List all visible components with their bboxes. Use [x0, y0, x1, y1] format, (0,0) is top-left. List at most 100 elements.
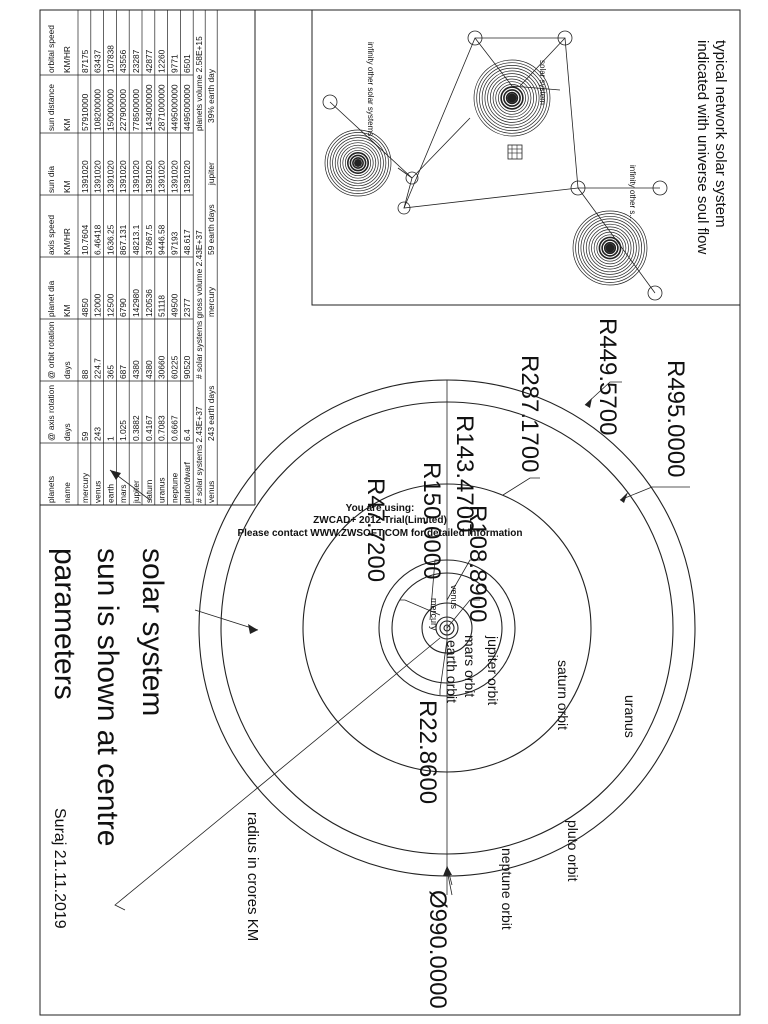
cluster-ring: [484, 70, 540, 126]
table-cell: 1391020: [105, 160, 115, 193]
table-cell: 4380: [144, 360, 154, 379]
table-cell: 0.6667: [169, 415, 179, 441]
table-footer-solar-systems: # solar systems 2.43E+37: [194, 406, 204, 503]
solar-system-cluster-center: [473, 59, 551, 137]
table-cell: 59: [80, 431, 90, 441]
label-r22: R22.8600: [414, 700, 441, 804]
label-venus: venus: [449, 585, 459, 610]
label-r150: R150.0000: [418, 462, 445, 579]
network-label-left: infinity other solar systems: [366, 42, 375, 136]
table-header-6-unit: KM: [62, 118, 72, 131]
table-cell: 1434000000: [144, 84, 154, 131]
table-header-6-top: sun distance: [46, 84, 56, 131]
table-cell: 6.46418: [93, 224, 103, 255]
dimension-leaders: [109, 381, 690, 911]
table-cell: 243: [93, 427, 103, 441]
table-header-3-top: planet dia: [46, 280, 56, 317]
table-cell: 4495000000: [182, 84, 192, 131]
table-cell: mercury: [80, 472, 90, 503]
cluster-ring: [495, 81, 529, 115]
table-header-2-unit: days: [62, 361, 72, 379]
table-cell: 0.3882: [131, 415, 141, 441]
network-label-center: solar system: [538, 60, 547, 105]
table-cell: 6501: [182, 54, 192, 73]
cluster-ring: [500, 86, 524, 110]
network-diagram: typical network solar system indicated w…: [322, 30, 729, 301]
table-cell: 224.7: [93, 358, 103, 379]
cluster-ring: [473, 59, 551, 137]
cluster-ring: [476, 62, 548, 134]
table-cell: 4850: [80, 298, 90, 317]
label-mars-orbit: mars orbit: [462, 635, 478, 697]
cluster-ring: [487, 73, 537, 123]
arrowheads: [110, 398, 628, 876]
table-cell: 867.131: [118, 224, 128, 255]
label-neptune-orbit: neptune orbit: [499, 848, 515, 930]
table-cell: 6.4: [182, 429, 192, 441]
cluster-ring: [349, 154, 367, 172]
label-r287: R287.1700: [516, 355, 543, 472]
table-cell: 0.7083: [157, 415, 167, 441]
table-cell: 365: [105, 365, 115, 379]
table-header-4-unit: KM/HR: [62, 228, 72, 255]
cluster-ring: [588, 226, 632, 270]
cluster-ring: [503, 89, 521, 107]
table-header-7-top: orbital speed: [46, 25, 56, 73]
table-header-2-top: @ orbit rotation: [46, 321, 56, 379]
table-cell: 48213.1: [131, 224, 141, 255]
table-cell: 12260: [157, 49, 167, 73]
table-cell: 120536: [144, 289, 154, 317]
table-cell: 778500000: [131, 89, 141, 131]
caption-line2: sun is shown at centre: [91, 548, 124, 847]
table-footer2-c2: 243 earth days: [206, 386, 216, 441]
table-footer2-c5: jupiter: [206, 162, 216, 186]
caption-line3: parameters: [48, 548, 81, 700]
table-cell: 42877: [144, 49, 154, 73]
cluster-ring: [572, 210, 648, 286]
table-cell: 1.025: [118, 420, 128, 441]
table-header-0-unit: name: [62, 482, 72, 503]
table-footer-planets-volume: planets volume 2.58E+15: [194, 36, 204, 131]
table-cell: venus: [93, 481, 103, 503]
watermark-line2: ZWCAD+ 2012 Trial(Limited): [313, 515, 447, 526]
table-header-1-top: @ axis rotation: [46, 385, 56, 441]
table-cell: 9771: [169, 54, 179, 73]
table-cell: 108200000: [93, 89, 103, 131]
table-cell: 1391020: [131, 160, 141, 193]
table-cell: 48.617: [182, 229, 192, 255]
label-r495: R495.0000: [662, 360, 689, 477]
table-cell: pluto/dwarf: [182, 461, 192, 503]
table-cell: 2377: [182, 298, 192, 317]
table-cell: 12000: [93, 293, 103, 317]
table-footer-gross-volume: # solar systems gross volume 2.43E+37: [194, 230, 204, 379]
label-r449: R449.5700: [594, 318, 621, 435]
cluster-ring: [327, 132, 389, 194]
network-label-right: infinity other s...: [628, 165, 637, 221]
watermark-line3: Please contact WWW.ZWSOFT.COM for detail…: [237, 528, 522, 539]
cluster-ring: [332, 137, 384, 189]
table-header-0-top: planets: [46, 476, 56, 503]
table-cell: 43556: [118, 49, 128, 73]
author-date: Suraj 21.11.2019: [51, 808, 68, 929]
cluster-sun: [507, 93, 517, 103]
table-cell: 2871000000: [157, 84, 167, 131]
table-cell: 142980: [131, 289, 141, 317]
table-cell: earth: [105, 484, 115, 503]
table-cell: 1391020: [157, 160, 167, 193]
cluster-ring: [489, 75, 535, 121]
table-cell: 1391020: [93, 160, 103, 193]
table-header-1-unit: days: [62, 423, 72, 441]
table-cell: 23287: [131, 49, 141, 73]
table-header-3-unit: KM: [62, 304, 72, 317]
table-cell: 60225: [169, 355, 179, 379]
cluster-ring: [583, 221, 637, 275]
table-cell: 687: [118, 365, 128, 379]
cluster-ring: [481, 67, 543, 129]
table-cell: 1636.25: [105, 224, 115, 255]
table-cell: 30660: [157, 355, 167, 379]
table-footer2-c1: venus: [206, 481, 216, 503]
trial-watermark: You are using: ZWCAD+ 2012 Trial(Limited…: [237, 503, 522, 539]
cluster-ring: [598, 236, 622, 260]
label-earth-orbit: earth orbit: [444, 640, 460, 703]
